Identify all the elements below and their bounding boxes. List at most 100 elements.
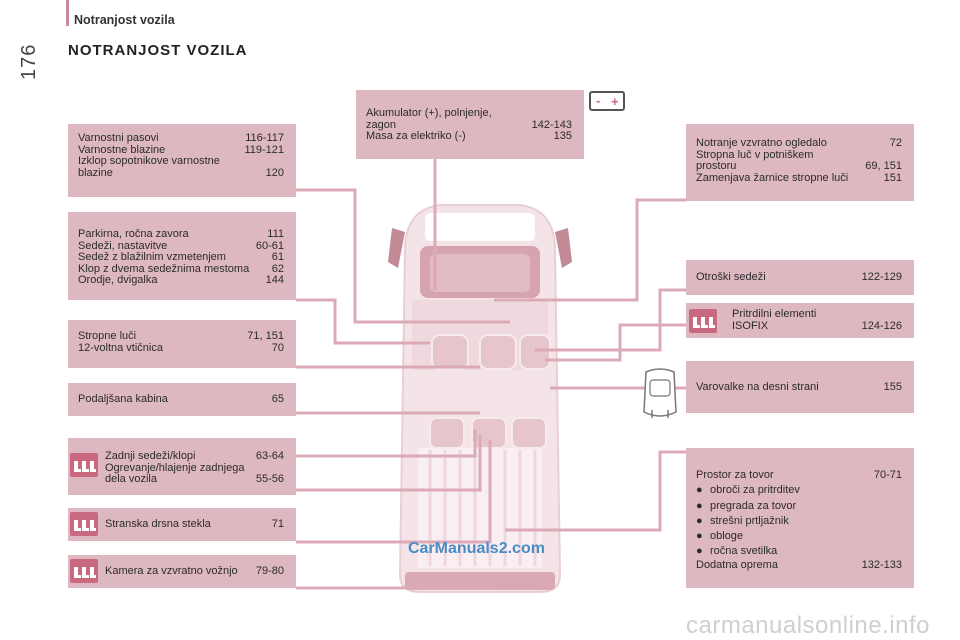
entry-label: prostoru	[696, 160, 737, 172]
box-seatbelts-airbags: Varnostni pasovi 116-117 Varnostne blazin…	[68, 124, 296, 197]
bullet-text: pregrada za tovor	[710, 499, 797, 512]
van-body	[388, 204, 572, 593]
entry-label: Parkirna, ročna zavora	[78, 228, 189, 240]
entry-label: ISOFIX	[732, 319, 769, 332]
entry-label: Podaljšana kabina	[78, 393, 168, 405]
entry-label: Klop z dvema sedežnima mestoma	[78, 262, 250, 275]
entry-pages: 151	[883, 171, 902, 184]
header-accent-bar	[66, 0, 69, 26]
entry-pages: 62	[271, 262, 284, 275]
entry-label: blazine	[78, 166, 113, 179]
entry-pages: 122-129	[861, 271, 902, 283]
entry-label: Notranje vzvratno ogledalo	[696, 137, 827, 149]
entry-label: zagon	[366, 118, 396, 131]
child-seat-icon	[643, 368, 677, 418]
entry-label: Sedež z blažilnim vzmetenjem	[78, 251, 226, 263]
box-right-protectors: Varovalke na desni strani 155	[686, 361, 914, 413]
list-item: ● strešni prtljažnik	[696, 514, 902, 529]
seat-row-icon	[70, 512, 98, 536]
entry-label: Masa za elektriko (-)	[366, 130, 466, 142]
bullet-icon: ●	[696, 514, 703, 527]
entry-pages: 55-56	[255, 473, 284, 485]
box-isofix: Pritrdilni elementi ISOFIX 124-126	[686, 303, 914, 338]
list-item: ● obroči za pritrditev	[696, 483, 902, 498]
entry-pages: 142-143	[531, 118, 572, 131]
entry-pages: 111	[267, 228, 284, 240]
entry-pages: 144	[265, 274, 284, 286]
entry-label: Stropna luč v potniškem	[696, 148, 814, 161]
watermark-carmanuals2[interactable]: CarManuals2.com	[408, 540, 545, 557]
list-item: ● pregrada za tovor	[696, 499, 902, 514]
entry-label: dela vozila	[105, 473, 157, 485]
entry-pages	[896, 309, 902, 321]
entry-label: Varnostne blazine	[78, 143, 166, 156]
box-parking-seats: Parkirna, ročna zavora 111 Sedeži, nastav…	[68, 212, 296, 300]
seat-row-icon	[70, 453, 98, 477]
entry-label: Zamenjava žarnice stropne luči	[696, 171, 849, 184]
box-mirror-lights: Notranje vzvratno ogledalo 72 Stropna luč…	[686, 124, 914, 201]
box-sliding-windows: Stranska drsna stekla 71	[68, 508, 296, 541]
list-item: ● ročna svetilka	[696, 544, 902, 559]
battery-icon: - +	[589, 91, 625, 111]
list-item: ● obloge	[696, 529, 902, 544]
entry-pages: 70	[271, 341, 284, 354]
entry-pages: 132-133	[861, 558, 902, 571]
svg-text:-: -	[596, 93, 600, 108]
entry-pages: 61	[271, 251, 284, 263]
bullet-text: obroči za pritrditev	[710, 484, 800, 497]
entry-pages: 124-126	[861, 319, 902, 332]
entry-label: 12-voltna vtičnica	[78, 341, 163, 354]
seat-row-icon	[70, 559, 98, 583]
entry-pages: 71	[271, 518, 284, 530]
entry-label: Stropne luči	[78, 330, 137, 342]
entry-label: Kamera za vzvratno vožnjo	[105, 565, 238, 577]
box-cargo-space: Prostor za tovor 70-71 ● obroči za pritrdi…	[686, 448, 914, 588]
box-extended-cab: Podaljšana kabina 65	[68, 383, 296, 416]
svg-text:+: +	[611, 94, 619, 109]
bullet-text: ročna svetilka	[710, 545, 778, 558]
entry-label: Varnostni pasovi	[78, 132, 159, 144]
bullet-text: obloge	[710, 530, 744, 543]
entry-label: Ogrevanje/hlajenje zadnjega	[105, 461, 245, 474]
box-rear-seats: Zadnji sedeži/klopi 63-64 Ogrevanje/hlaje…	[68, 438, 296, 495]
leader-lines	[296, 159, 686, 590]
entry-pages	[566, 108, 572, 120]
entry-label: Varovalke na desni strani	[696, 381, 819, 393]
seat-row-icon	[689, 309, 717, 333]
entry-pages: 155	[883, 381, 902, 393]
entry-label: Zadnji sedeži/klopi	[105, 450, 196, 462]
entry-label: Akumulator (+), polnjenje,	[366, 107, 492, 119]
entry-pages: 71, 151	[247, 330, 284, 342]
section-title: NOTRANJOST VOZILA	[68, 42, 248, 59]
entry-pages: 70-71	[873, 469, 902, 481]
entry-pages: 65	[271, 393, 284, 405]
entry-pages: 60-61	[255, 239, 284, 252]
box-child-seats: Otroški sedeži 122-129	[686, 260, 914, 295]
bullet-icon: ●	[696, 545, 703, 558]
bullet-icon: ●	[696, 530, 703, 543]
bullet-icon: ●	[696, 499, 703, 512]
entry-pages: 120	[265, 166, 284, 179]
entry-pages: 72	[889, 137, 902, 149]
entry-pages: 135	[553, 130, 572, 142]
entry-label: Stranska drsna stekla	[105, 518, 211, 530]
watermark-carmanualsonline[interactable]: carmanualsonline.info	[686, 612, 930, 639]
entry-label: Prostor za tovor	[696, 469, 774, 481]
bullet-text: strešni prtljažnik	[710, 514, 789, 527]
entry-pages: 63-64	[255, 450, 284, 462]
bullet-icon: ●	[696, 484, 703, 497]
entry-pages	[278, 156, 284, 168]
entry-pages: 69, 151	[865, 160, 902, 172]
entry-pages: 116-117	[245, 132, 284, 144]
box-ceiling-lights: Stropne luči 71, 151 12-voltna vtičnica 70	[68, 320, 296, 368]
entry-pages: 119-121	[244, 143, 284, 156]
entry-label: Orodje, dvigalka	[78, 274, 158, 286]
entry-label: Dodatna oprema	[696, 558, 778, 571]
entry-label: Sedeži, nastavitve	[78, 239, 168, 252]
chapter-title: Notranjost vozila	[74, 13, 175, 27]
entry-label: Pritrdilni elementi	[732, 308, 817, 320]
entry-label: Otroški sedeži	[696, 271, 766, 283]
